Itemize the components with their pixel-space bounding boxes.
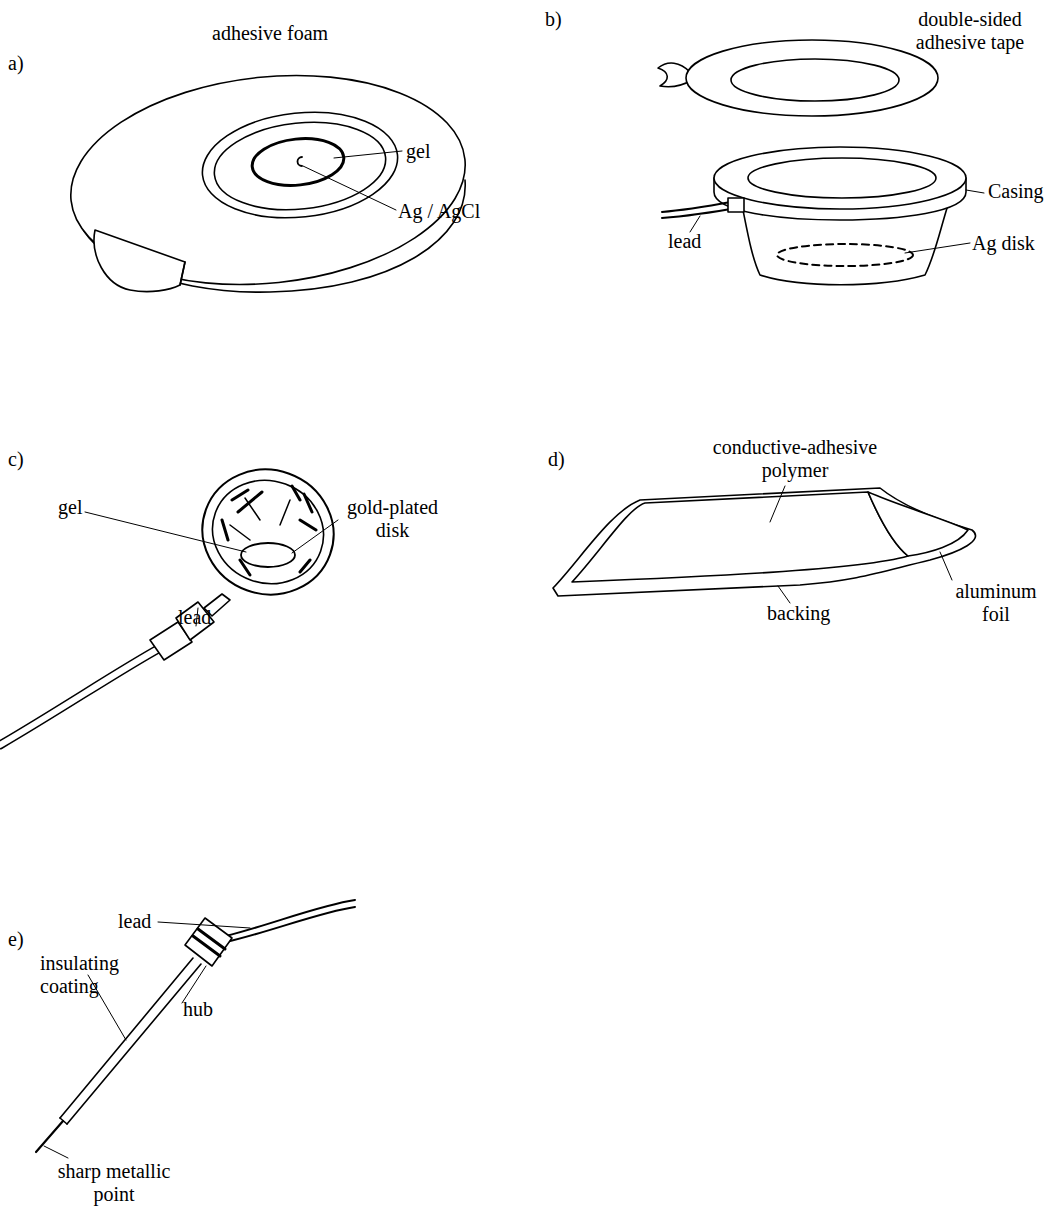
part-label: aluminum foil bbox=[948, 580, 1044, 626]
part-label: Casing bbox=[988, 180, 1044, 203]
panel-letter: d) bbox=[548, 448, 565, 471]
foam-electrode bbox=[60, 57, 475, 303]
part-label: adhesive foam bbox=[212, 22, 328, 45]
part-label: backing bbox=[767, 602, 830, 625]
part-label: insulating coating bbox=[40, 952, 140, 998]
panel-letter: c) bbox=[8, 448, 24, 471]
part-label: Ag disk bbox=[972, 232, 1035, 255]
panel-letter: b) bbox=[545, 8, 562, 31]
panel-letter: a) bbox=[8, 52, 24, 75]
part-label: lead bbox=[118, 910, 151, 933]
gold-disk-electrode bbox=[0, 451, 351, 745]
needle-electrode bbox=[36, 900, 355, 1158]
part-label: double-sided adhesive tape bbox=[905, 8, 1035, 54]
part-label: lead bbox=[178, 606, 211, 629]
part-label: gel bbox=[406, 140, 430, 163]
part-label: gold-plated disk bbox=[340, 496, 445, 542]
part-label: Ag / AgCl bbox=[398, 200, 480, 223]
polymer-electrode bbox=[553, 486, 976, 603]
panel-letter: e) bbox=[8, 928, 24, 951]
part-label: conductive-adhesive polymer bbox=[705, 436, 885, 482]
part-label: lead bbox=[668, 230, 701, 253]
part-label: gel bbox=[58, 496, 82, 519]
cup-electrode bbox=[658, 40, 984, 285]
part-label: sharp metallic point bbox=[50, 1160, 178, 1206]
part-label: hub bbox=[183, 998, 213, 1021]
